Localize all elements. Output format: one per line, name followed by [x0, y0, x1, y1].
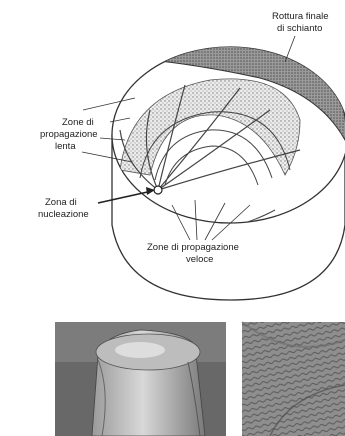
svg-text:Rottura finale: Rottura finale	[272, 11, 329, 22]
fractured-shaft-photo	[55, 322, 226, 436]
slow-zones-line3: lenta	[55, 141, 76, 152]
slow-zones-line2: propagazione	[40, 129, 98, 140]
svg-text:di schianto: di schianto	[277, 23, 322, 34]
slow-zones-line1: Zone di	[62, 117, 94, 128]
final-break-line1: Rottura finale	[272, 11, 329, 22]
nucleation-line2: nucleazione	[38, 209, 89, 220]
nucleation-point	[154, 186, 162, 194]
nucleation-line1: Zona di	[45, 197, 77, 208]
fracture-surface-closeup-photo	[242, 322, 345, 436]
final-break-line2: di schianto	[277, 23, 322, 34]
fast-zones-line2: veloce	[186, 254, 213, 265]
label-final-break: Rottura finale di schianto	[272, 11, 329, 62]
cylinder-schematic	[112, 45, 345, 300]
fast-zones-line1: Zone di propagazione	[147, 242, 239, 253]
